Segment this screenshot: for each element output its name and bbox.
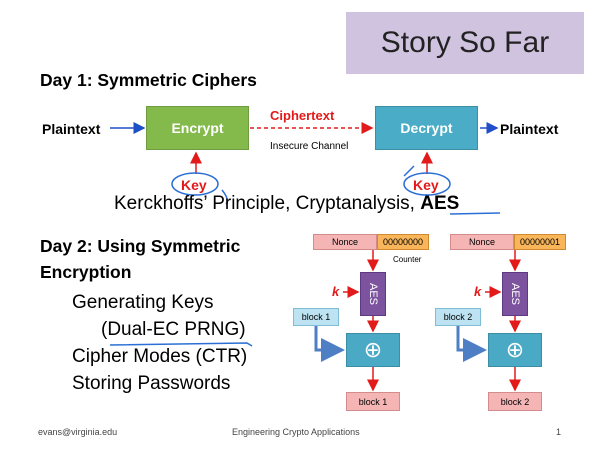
nonce-box-2: Nonce: [450, 234, 514, 250]
plaintext-left: Plaintext: [42, 121, 101, 137]
xor-icon-1: ⊕: [363, 337, 383, 362]
aes-box-1: AES: [360, 272, 386, 316]
block-out-label-2: block 2: [500, 396, 530, 407]
block-in-label-1: block 1: [301, 312, 331, 322]
xor-box-1: ⊕: [346, 333, 400, 367]
bullet-cipher-modes: Cipher Modes (CTR): [72, 346, 248, 367]
footer-email: evans@virginia.edu: [38, 427, 118, 437]
footer-course: Engineering Crypto Applications: [232, 427, 360, 437]
nonce-label-2: Nonce: [468, 237, 495, 247]
key-left: Key: [181, 177, 207, 193]
xor-box-2: ⊕: [488, 333, 542, 367]
day2-heading-line1: Day 2: Using Symmetric: [40, 236, 241, 256]
title-box: Story So Far: [346, 12, 584, 74]
plaintext-right: Plaintext: [500, 121, 559, 137]
dual-ec-underline: [109, 342, 253, 347]
block-out-1: block 1: [346, 392, 400, 411]
channel-label: Insecure Channel: [270, 141, 349, 152]
aes-box-2: AES: [502, 272, 528, 316]
encrypt-label: Encrypt: [171, 120, 224, 136]
counter-value-1: 00000000: [382, 237, 424, 247]
arrow-block-xor-1: [314, 326, 345, 362]
encrypt-box: Encrypt: [146, 106, 249, 150]
slide-title: Story So Far: [380, 26, 550, 59]
counter-box-1: 00000000: [377, 234, 429, 250]
decrypt-label: Decrypt: [400, 120, 453, 136]
nonce-box-1: Nonce: [313, 234, 377, 250]
decrypt-box: Decrypt: [375, 106, 478, 150]
key-left-circle: [171, 172, 219, 196]
aes-text: AES: [420, 193, 460, 214]
key-k-2: k: [474, 284, 482, 299]
principle-text: Kerckhoffs’ Principle, Cryptanalysis,: [114, 193, 421, 214]
ciphertext-label: Ciphertext: [270, 108, 335, 123]
bullet-storing-passwords: Storing Passwords: [72, 373, 231, 394]
bullet-dual-ec: (Dual-EC PRNG): [101, 319, 246, 340]
arrow-block-xor-2: [456, 326, 487, 362]
key-right-circle: [403, 172, 451, 196]
block-out-label-1: block 1: [358, 396, 388, 407]
day1-heading: Day 1: Symmetric Ciphers: [40, 70, 257, 90]
block-in-1: block 1: [293, 308, 339, 326]
counter-box-2: 00000001: [514, 234, 566, 250]
xor-icon-2: ⊕: [505, 337, 525, 362]
bullet-generating-keys: Generating Keys: [72, 292, 214, 313]
nonce-label-1: Nonce: [331, 237, 358, 247]
block-in-label-2: block 2: [443, 312, 473, 322]
footer-page-number: 1: [556, 427, 562, 437]
key-k-1: k: [332, 284, 340, 299]
block-out-2: block 2: [488, 392, 542, 411]
counter-caption: Counter: [393, 255, 422, 264]
aes-underline: [449, 212, 501, 215]
block-in-2: block 2: [435, 308, 481, 326]
key-right-tick: [403, 165, 415, 177]
key-left-tick: [221, 189, 229, 205]
counter-value-2: 00000001: [519, 237, 561, 247]
principle-line: Kerckhoffs’ Principle, Cryptanalysis, AE…: [114, 193, 459, 215]
day2-heading-line2: Encryption: [40, 262, 132, 282]
key-right: Key: [413, 177, 439, 193]
